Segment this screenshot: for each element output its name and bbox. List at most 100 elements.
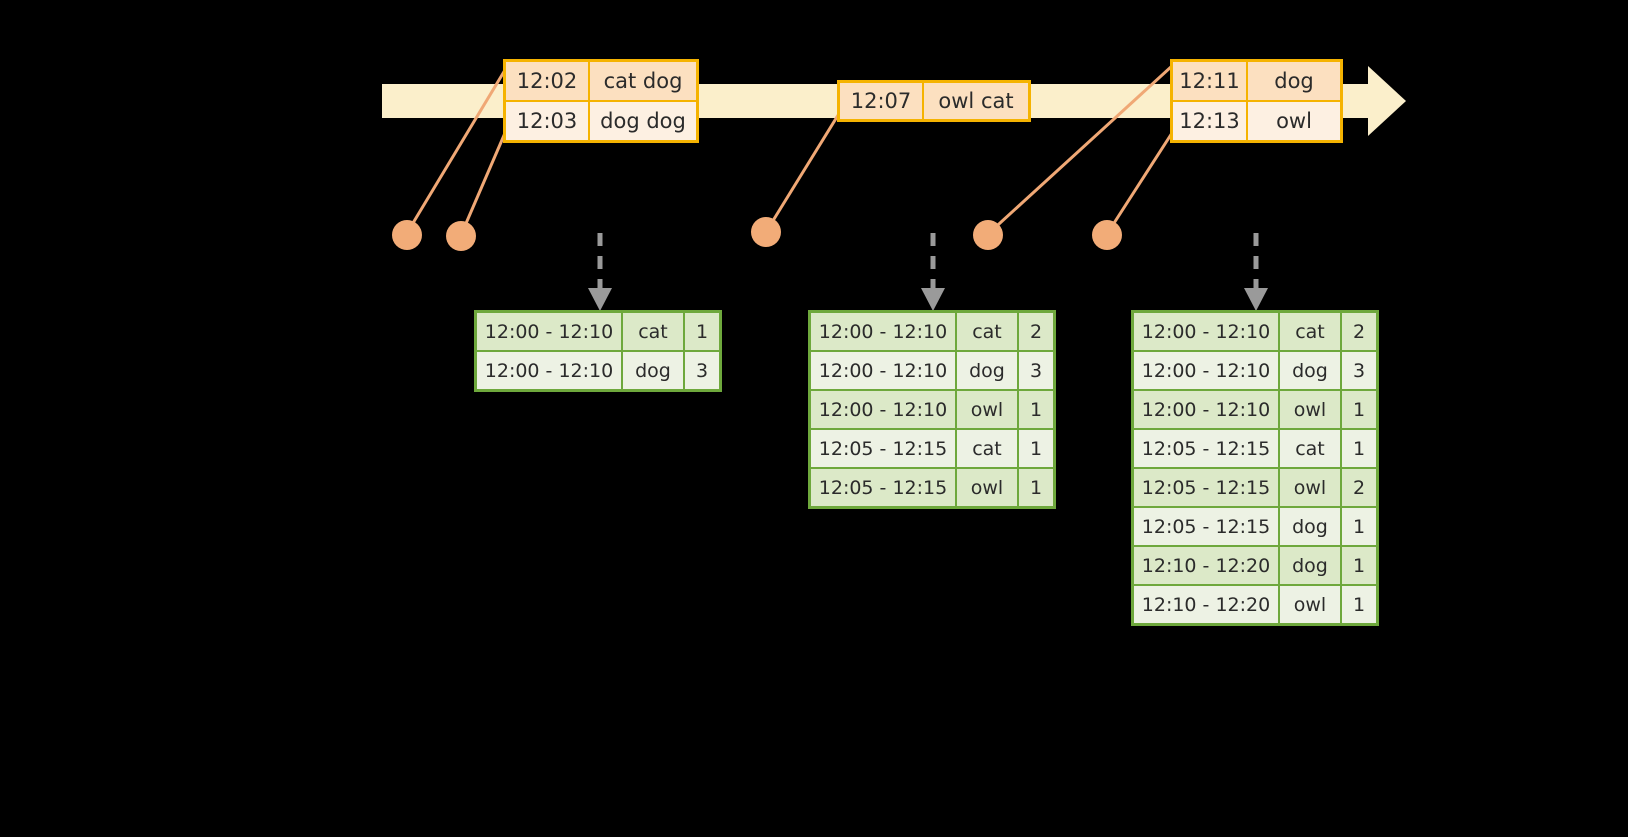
result-window-cell: 12:05 - 12:15 [811, 430, 957, 467]
result-key-cell: dog [1280, 547, 1342, 584]
result-row: 12:00 - 12:10 cat 1 [477, 313, 719, 350]
result-count: 1 [1029, 398, 1043, 421]
result-window-cell: 12:00 - 12:10 [1134, 352, 1280, 389]
result-count-cell: 1 [1019, 391, 1053, 428]
result-count: 2 [1352, 476, 1366, 499]
result-key: dog [1292, 359, 1328, 382]
result-row: 12:05 - 12:15 dog 1 [1134, 506, 1376, 545]
event-time: 12:02 [516, 69, 578, 93]
result-key: owl [1293, 593, 1327, 616]
result-arrow-2 [921, 233, 945, 311]
result-count: 3 [1352, 359, 1366, 382]
result-count: 1 [1352, 437, 1366, 460]
result-key: cat [972, 437, 1002, 460]
connector-dot-1 [392, 220, 422, 250]
result-count: 1 [1352, 515, 1366, 538]
result-row: 12:00 - 12:10 dog 3 [477, 350, 719, 389]
event-value-cell: cat dog [590, 62, 696, 100]
result-count-cell: 1 [1342, 586, 1376, 623]
result-count: 3 [695, 359, 709, 382]
event-row: 12:02 cat dog [506, 62, 696, 100]
result-window: 12:00 - 12:10 [484, 320, 614, 343]
result-count-cell: 2 [1019, 313, 1053, 350]
result-key-cell: cat [1280, 430, 1342, 467]
result-window: 12:00 - 12:10 [1141, 359, 1271, 382]
result-window: 12:10 - 12:20 [1141, 593, 1271, 616]
result-key: owl [1293, 476, 1327, 499]
event-value: owl [1276, 109, 1312, 133]
event-time: 12:13 [1179, 109, 1240, 133]
result-key: cat [638, 320, 668, 343]
result-window: 12:05 - 12:15 [1141, 437, 1271, 460]
result-key-cell: owl [957, 469, 1019, 506]
result-window: 12:05 - 12:15 [1141, 515, 1271, 538]
result-row: 12:05 - 12:15 cat 1 [811, 428, 1053, 467]
result-row: 12:05 - 12:15 cat 1 [1134, 428, 1376, 467]
event-box-1[interactable]: 12:02 cat dog 12:03 dog dog [503, 59, 699, 143]
connector-dot-2 [446, 221, 476, 251]
connector-dot-3 [751, 217, 781, 247]
result-count-cell: 1 [1342, 391, 1376, 428]
event-row: 12:07 owl cat [840, 83, 1028, 119]
result-window-cell: 12:10 - 12:20 [1134, 586, 1280, 623]
result-window: 12:00 - 12:10 [484, 359, 614, 382]
event-time-cell: 12:07 [840, 83, 924, 119]
result-count-cell: 1 [1342, 430, 1376, 467]
result-count-cell: 1 [1342, 508, 1376, 545]
result-window-cell: 12:00 - 12:10 [1134, 313, 1280, 350]
connector-dots [392, 217, 1122, 251]
event-value: cat dog [603, 69, 683, 93]
result-count-cell: 1 [685, 313, 719, 350]
result-window: 12:00 - 12:10 [818, 320, 948, 343]
event-row: 12:13 owl [1173, 100, 1340, 140]
event-value: dog dog [600, 109, 686, 133]
result-count-cell: 1 [1019, 430, 1053, 467]
event-time-cell: 12:13 [1173, 102, 1248, 140]
result-key-cell: cat [957, 430, 1019, 467]
result-key: dog [635, 359, 671, 382]
result-count: 1 [1352, 593, 1366, 616]
result-key: dog [1292, 515, 1328, 538]
result-row: 12:00 - 12:10 dog 3 [1134, 350, 1376, 389]
result-row: 12:10 - 12:20 dog 1 [1134, 545, 1376, 584]
result-arrow-1 [588, 233, 612, 311]
result-table-1[interactable]: 12:00 - 12:10 cat 1 12:00 - 12:10 dog 3 [474, 310, 722, 392]
result-arrow-3 [1244, 233, 1268, 311]
event-time: 12:03 [516, 109, 578, 133]
result-window-cell: 12:05 - 12:15 [1134, 430, 1280, 467]
result-key-cell: owl [1280, 391, 1342, 428]
result-key-cell: owl [1280, 469, 1342, 506]
result-window: 12:10 - 12:20 [1141, 554, 1271, 577]
result-count: 1 [1352, 554, 1366, 577]
event-box-3[interactable]: 12:11 dog 12:13 owl [1170, 59, 1343, 143]
event-box-2[interactable]: 12:07 owl cat [837, 80, 1031, 122]
result-key-cell: dog [1280, 352, 1342, 389]
event-value-cell: owl cat [924, 83, 1028, 119]
result-count-cell: 1 [1342, 547, 1376, 584]
result-arrows [588, 233, 1268, 311]
event-row: 12:03 dog dog [506, 100, 696, 140]
result-count-cell: 3 [1342, 352, 1376, 389]
result-window-cell: 12:00 - 12:10 [811, 313, 957, 350]
result-key-cell: owl [957, 391, 1019, 428]
result-key-cell: cat [1280, 313, 1342, 350]
result-count: 1 [1029, 437, 1043, 460]
result-count: 1 [1352, 398, 1366, 421]
result-window-cell: 12:05 - 12:15 [1134, 508, 1280, 545]
result-key-cell: dog [1280, 508, 1342, 545]
result-window-cell: 12:10 - 12:20 [1134, 547, 1280, 584]
result-window-cell: 12:00 - 12:10 [477, 352, 623, 389]
event-row: 12:11 dog [1173, 62, 1340, 100]
event-value: dog [1274, 69, 1314, 93]
result-count: 3 [1029, 359, 1043, 382]
result-key: dog [1292, 554, 1328, 577]
